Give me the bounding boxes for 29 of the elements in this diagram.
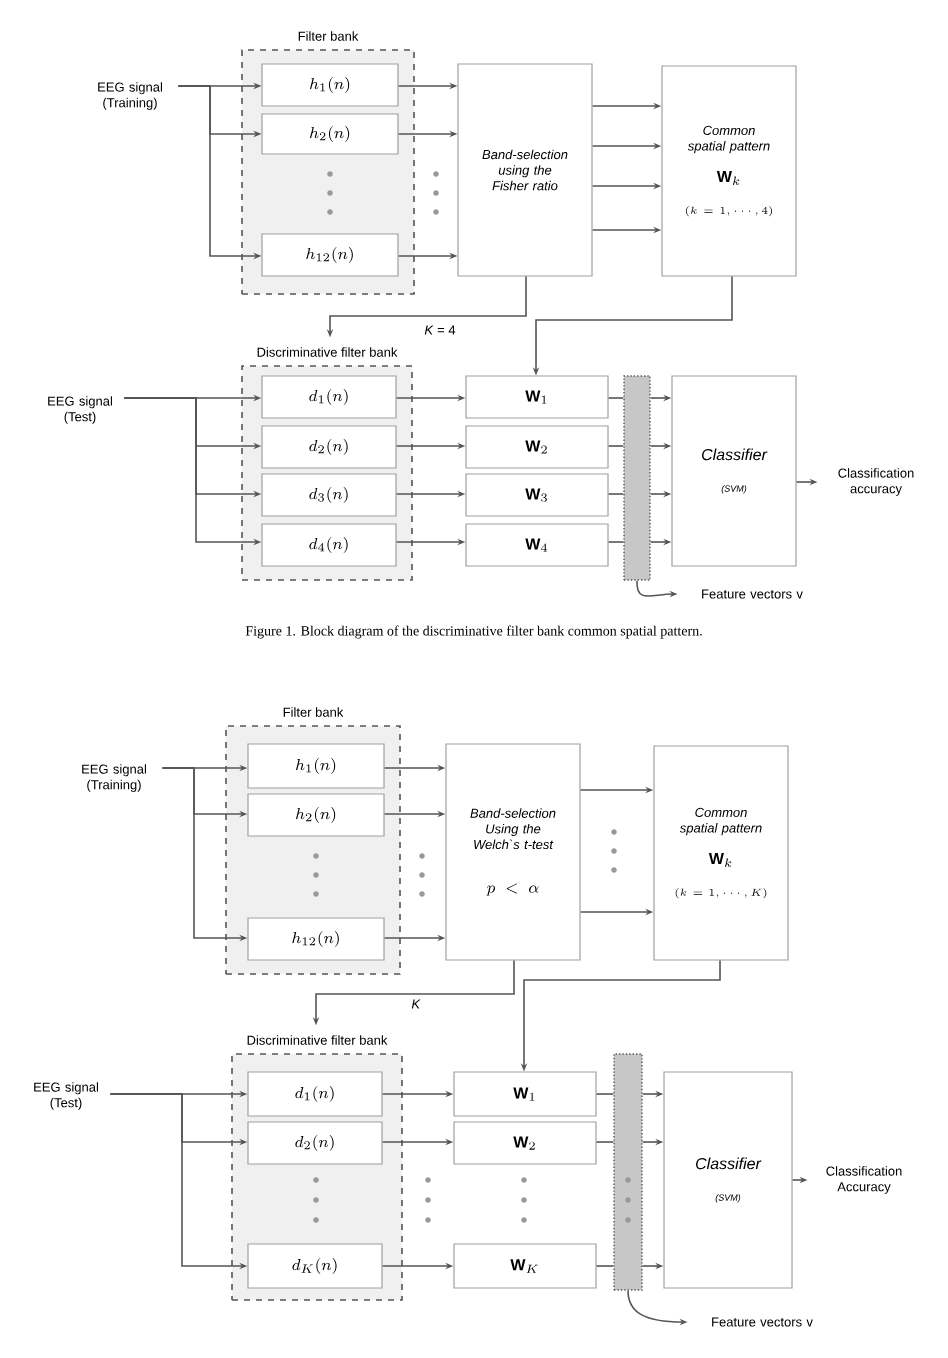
- filter-box: $d_{2}(n)$: [261, 425, 397, 469]
- filter-box: $h_{12}(n)$: [261, 233, 399, 277]
- filter-box: $d_{K}(n)$: [247, 1243, 383, 1289]
- filter-box: $h_{12}(n)$: [247, 917, 385, 961]
- filter-box: $d_{4}(n)$: [261, 523, 397, 567]
- filter-box: $\mathbf{W}_{4}$: [465, 523, 609, 567]
- connector-line: [595, 1093, 615, 1095]
- feature-band: [623, 375, 651, 581]
- filter-box: $\mathbf{W}_{2}$: [465, 425, 609, 469]
- filter-box: $h_{2}(n)$: [247, 793, 385, 837]
- filter-box: $d_{1}(n)$: [247, 1071, 383, 1117]
- filter-box: $\mathbf{W}_{K}$: [453, 1243, 597, 1289]
- connector-line: [607, 541, 625, 543]
- filter-box: $\mathbf{W}_{1}$: [453, 1071, 597, 1117]
- filter-box: $d_{3}(n)$: [261, 473, 397, 517]
- connector-line: [607, 397, 625, 399]
- feature-band: [613, 1053, 643, 1291]
- filter-box: $h_{1}(n)$: [261, 63, 399, 107]
- filter-box: $\mathbf{W}_{2}$: [453, 1121, 597, 1165]
- filter-box: $h_{2}(n)$: [261, 113, 399, 155]
- filter-box: $d_{1}(n)$: [261, 375, 397, 419]
- connector-line: [607, 445, 625, 447]
- connector-line: [595, 1141, 615, 1143]
- filter-box: $\mathbf{W}_{3}$: [465, 473, 609, 517]
- connector-line: [595, 1265, 615, 1267]
- connector-line: [607, 493, 625, 495]
- filter-box: $\mathbf{W}_{1}$: [465, 375, 609, 419]
- filter-box: $d_{2}(n)$: [247, 1121, 383, 1165]
- filter-box: $h_{1}(n)$: [247, 743, 385, 789]
